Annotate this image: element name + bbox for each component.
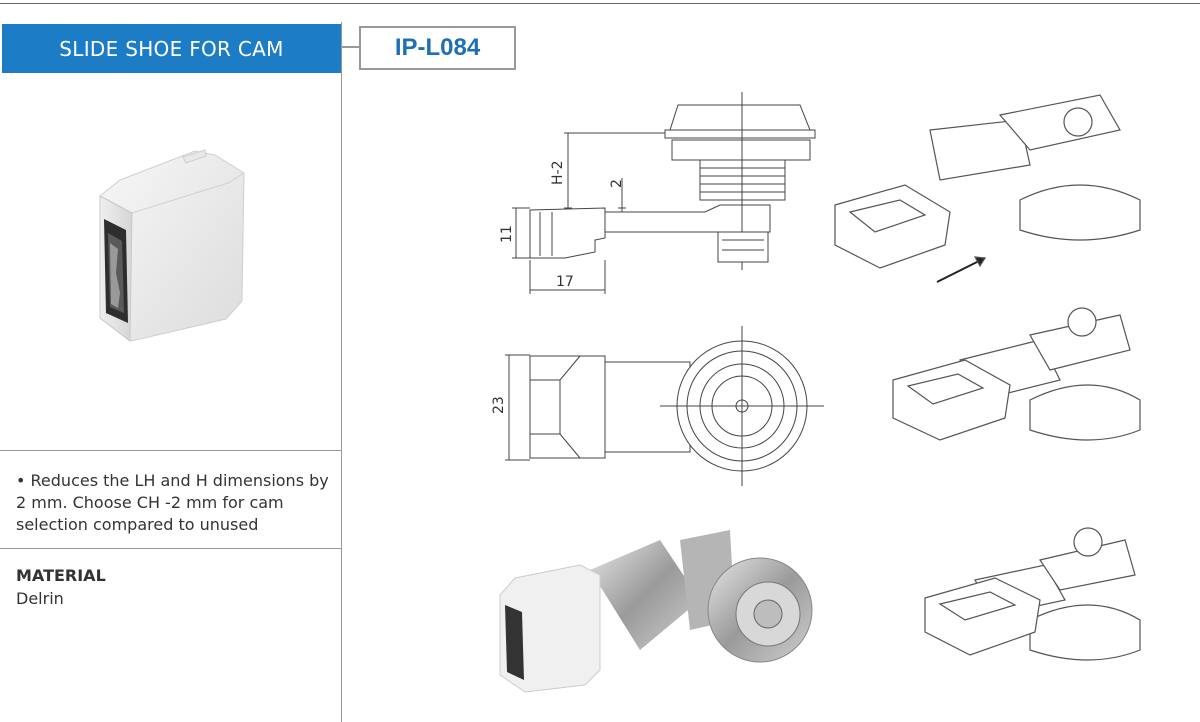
vertical-divider [341,22,342,722]
sidebar: SLIDE SHOE FOR CAM • Reduces the LH and … [0,23,341,722]
divider [0,450,341,451]
dim-width: 23 [491,396,507,414]
top-view-drawing [505,326,824,486]
divider [0,548,341,549]
feature-note: • Reduces the LH and H dimensions by 2 m… [16,471,329,534]
top-rule [0,3,1200,4]
material-value: Delrin [16,589,64,608]
dim-length: 17 [556,274,574,290]
dim-gap: 2 [609,179,625,188]
code-connector [341,46,359,48]
product-code: IP-L084 [359,26,516,70]
assembly-steps [834,94,1141,661]
slide-shoe-photo [99,149,245,343]
section-title: SLIDE SHOE FOR CAM [2,24,341,73]
cam-lock-photo [499,530,813,693]
side-view-drawing [512,92,816,294]
dim-h-minus-2: H-2 [550,161,566,186]
material-label: MATERIAL [16,566,106,585]
dim-height: 11 [499,225,515,243]
